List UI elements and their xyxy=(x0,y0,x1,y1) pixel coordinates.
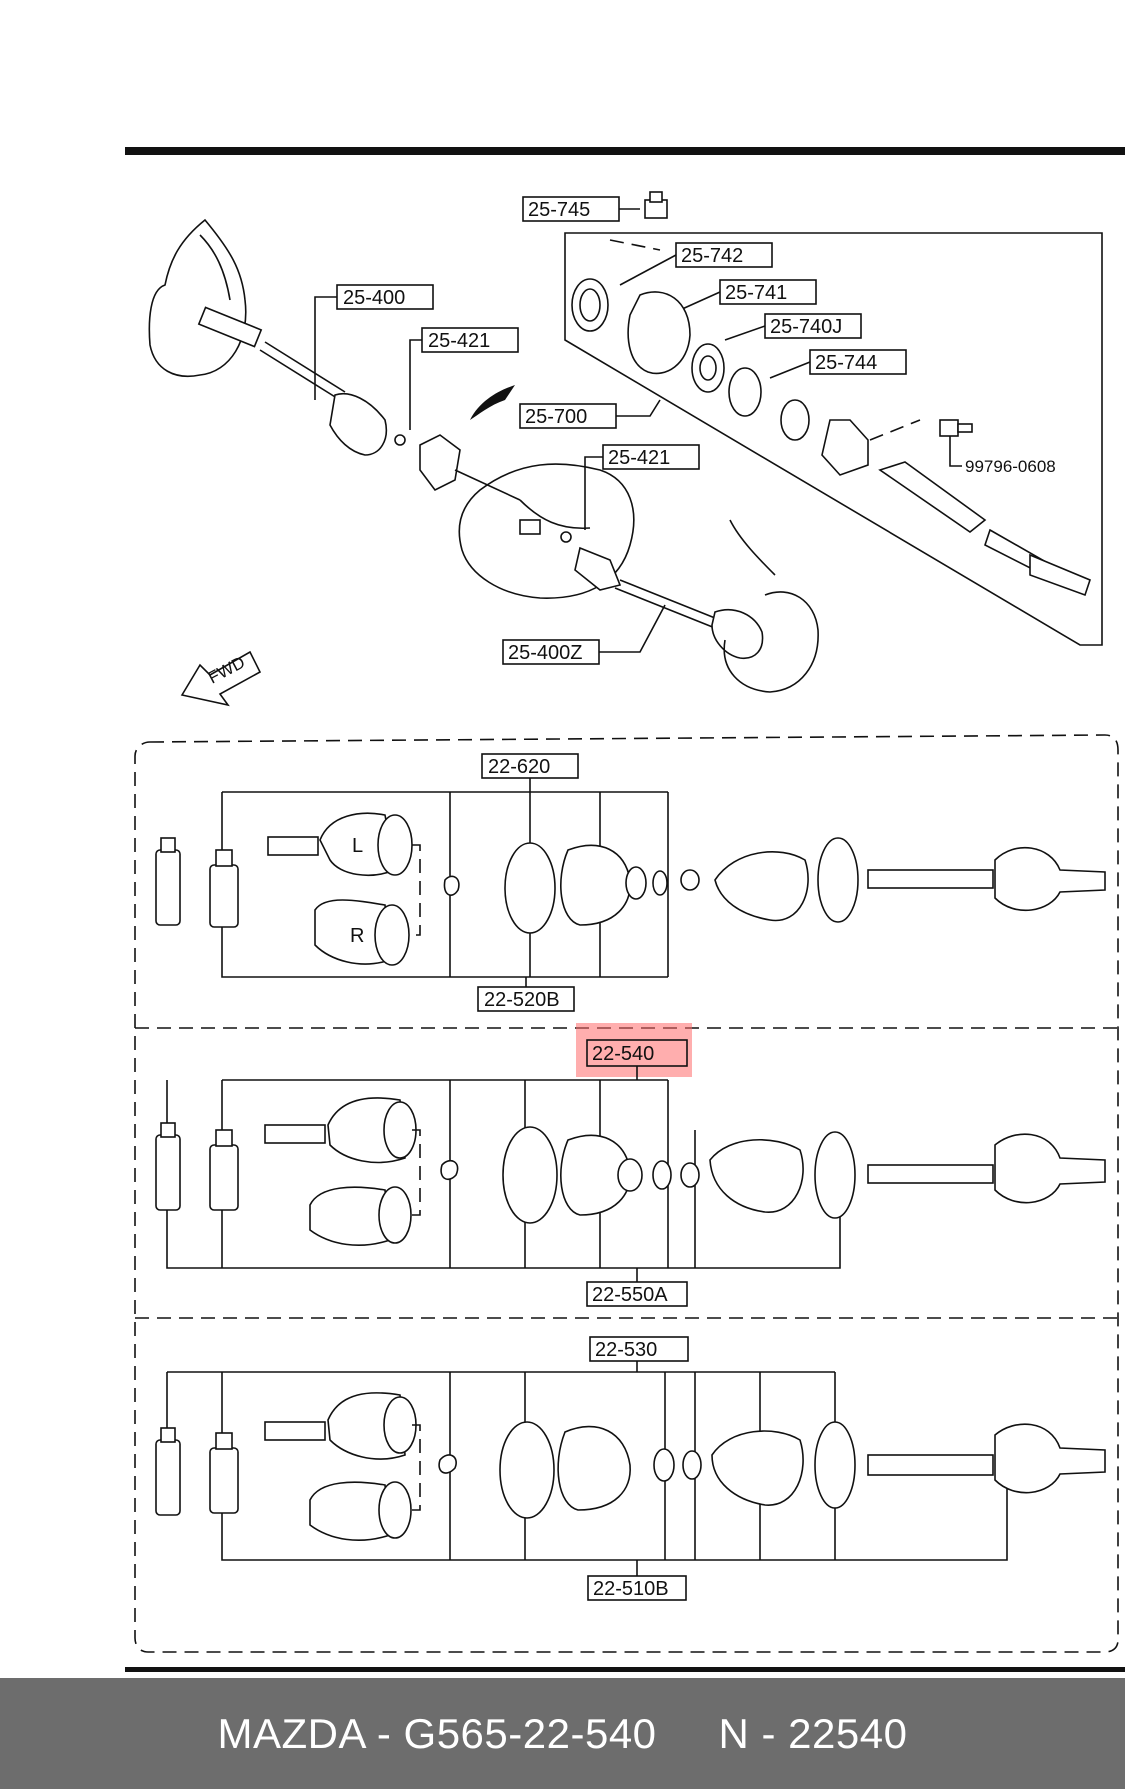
fwd-arrow-icon: FWD xyxy=(180,650,262,707)
right-hub-outline xyxy=(723,591,819,693)
callout-22-550a: 22-550A xyxy=(592,1284,668,1306)
parts-diagram: 25-400 25-421 25-421 25-400Z FWD 25-745 … xyxy=(125,147,1125,1672)
callout-25-741: 25-741 xyxy=(725,282,787,304)
panel-1-assembly: 22-620 22-520B L R xyxy=(155,753,1106,1012)
callout-25-744: 25-744 xyxy=(815,352,877,374)
footer-bar: MAZDA - G565-22-540 N - 22540 xyxy=(0,1678,1125,1789)
callout-22-620: 22-620 xyxy=(488,756,550,778)
top-frame-line xyxy=(125,147,1125,155)
callout-box-22-620 xyxy=(481,753,579,779)
callout-25-400: 25-400 xyxy=(343,287,405,309)
footer-part-number: MAZDA - G565-22-540 xyxy=(217,1709,657,1757)
inset-frame xyxy=(564,232,1103,646)
footer-catalog-number: N - 22540 xyxy=(718,1709,908,1757)
callout-22-530: 22-530 xyxy=(595,1339,657,1361)
panel-3-assembly: 22-530 22-510B xyxy=(155,1336,1106,1601)
callout-25-400z: 25-400Z xyxy=(508,642,583,664)
callout-22-540: 22-540 xyxy=(592,1043,654,1065)
highlight-22-540 xyxy=(576,1023,692,1077)
callout-99796-0608: 99796-0608 xyxy=(965,457,1056,476)
bottom-frame-line xyxy=(125,1667,1125,1672)
callout-25-742: 25-742 xyxy=(681,245,743,267)
callout-25-740j: 25-740J xyxy=(770,316,842,338)
callout-22-520b: 22-520B xyxy=(484,989,560,1011)
callout-25-745: 25-745 xyxy=(528,199,590,221)
lower-panel-outline xyxy=(134,734,1119,1653)
left-hub-outline xyxy=(148,218,247,377)
joint-mark-l: L xyxy=(352,835,363,857)
callout-25-700: 25-700 xyxy=(525,406,587,428)
callout-22-510b: 22-510B xyxy=(593,1578,669,1600)
upper-assembly: 25-400 25-421 25-421 25-400Z FWD 25-745 … xyxy=(148,191,1103,707)
callout-25-421-lower: 25-421 xyxy=(608,447,670,469)
joint-mark-r: R xyxy=(350,925,364,947)
panel-2-assembly: 22-540 22-550A xyxy=(155,1023,1106,1307)
callout-25-421-upper: 25-421 xyxy=(428,330,490,352)
